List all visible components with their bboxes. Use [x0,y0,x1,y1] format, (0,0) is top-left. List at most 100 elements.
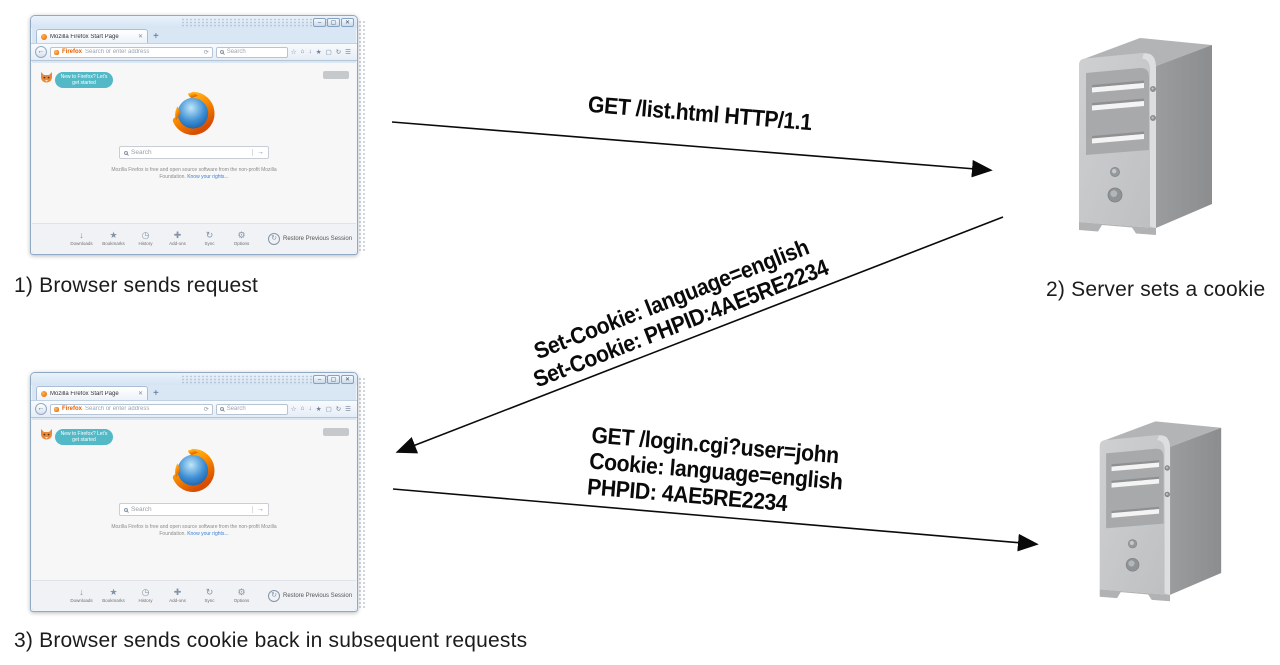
sync-icon[interactable]: ↻ [335,49,342,56]
sync-icon: ↻ [205,230,214,240]
download-icon[interactable]: ↓ [308,405,312,412]
sync-item[interactable]: ↻ Sync [204,587,215,604]
start-search-placeholder: Search [131,506,152,513]
options-item[interactable]: ⚙ Options [233,587,250,604]
tab-firefox-start-page[interactable]: Mozilla Firefox Start Page ✕ [36,29,148,43]
star-icon[interactable]: ★ [315,49,322,56]
site-identity-icon [54,49,59,55]
menu-icon[interactable]: ☰ [345,406,351,413]
history-icon: ◷ [141,230,150,240]
tab-close-icon[interactable]: ✕ [137,391,143,397]
start-page-content: New to Firefox? Let's get started [32,420,356,610]
search-go-arrow[interactable]: → [252,149,264,156]
bookmark-icon[interactable]: ☆ [290,49,297,56]
toolbar-icons: ☆ ⌂ ↓ ★ ▢ ↻ ☰ [291,48,353,56]
display-icon[interactable]: ▢ [325,49,332,56]
arrow-label-get-list: GET /list.html HTTP/1.1 [587,90,813,136]
history-item[interactable]: ◷ History [138,587,153,604]
search-go-arrow[interactable]: → [252,506,264,513]
back-button[interactable]: ← [35,46,47,58]
tab-title: Mozilla Firefox Start Page [50,33,119,40]
tab-strip: Mozilla Firefox Start Page ✕ + [31,385,357,400]
firefox-logo [172,448,215,492]
server-tower [1099,421,1222,602]
caption-step-3: 3) Browser sends cookie back in subseque… [14,629,528,652]
get-started-bubble[interactable]: New to Firefox? Let's get started [55,429,113,445]
bookmark-icon[interactable]: ☆ [290,406,297,413]
small-gray-button[interactable] [323,428,349,436]
restore-session-button[interactable]: ↻ Restore Previous Session [268,589,352,602]
arrow-label-get-login: GET /login.cgi?user=john Cookie: languag… [586,421,844,517]
arrow-label-set-cookie: Set-Cookie: language=english Set-Cookie:… [529,233,832,393]
tab-strip: Mozilla Firefox Start Page ✕ + [31,28,357,43]
fox-head-icon [41,429,52,440]
restore-session-button[interactable]: ↻ Restore Previous Session [268,232,352,245]
arrow-set-cookie [395,216,1004,454]
navigation-toolbar: ← Firefox Search or enter address ⟳ Sear… [31,43,357,61]
history-item[interactable]: ◷ History [138,230,153,247]
addons-item[interactable]: ✚ Add-ons [169,230,186,247]
url-bar[interactable]: Firefox Search or enter address ⟳ [50,403,213,415]
downloads-item[interactable]: ↓ Downloads [70,587,93,604]
addons-item[interactable]: ✚ Add-ons [169,587,186,604]
maximize-button[interactable]: ▢ [327,18,340,27]
get-started-bubble[interactable]: New to Firefox? Let's get started [55,72,113,88]
new-tab-button[interactable]: + [153,31,159,42]
maximize-button[interactable]: ▢ [327,375,340,384]
start-page-center: Search → Mozilla Firefox is free and ope… [32,89,356,181]
firefox-browser-window: – ▢ ✕ Mozilla Firefox Start Page ✕ + ← F… [30,15,358,255]
url-brand-label: Firefox [62,406,83,412]
restore-session-icon: ↻ [268,232,280,245]
downloads-item[interactable]: ↓ Downloads [70,230,93,247]
sync-item[interactable]: ↻ Sync [204,230,215,247]
server-illustration-2 [1086,409,1223,610]
addons-icon: ✚ [173,587,182,597]
mozilla-fineprint: Mozilla Firefox is free and open source … [111,524,277,537]
server-illustration-1 [1063,32,1215,237]
sync-icon[interactable]: ↻ [335,406,342,413]
bookmarks-item[interactable]: ★ Bookmarks [102,230,125,247]
start-page-toolbar: ↓ Downloads ★ Bookmarks ◷ History ✚ Add-… [32,223,356,253]
small-gray-button[interactable] [323,71,349,79]
start-search-field[interactable]: Search → [119,503,269,516]
close-button[interactable]: ✕ [341,18,354,27]
reload-icon[interactable]: ⟳ [203,406,209,413]
firefox-favicon [41,390,47,397]
tab-close-icon[interactable]: ✕ [137,34,143,40]
caption-step-2: 2) Server sets a cookie [1046,278,1266,301]
url-bar[interactable]: Firefox Search or enter address ⟳ [50,46,213,58]
tab-firefox-start-page[interactable]: Mozilla Firefox Start Page ✕ [36,386,148,400]
reload-icon[interactable]: ⟳ [203,49,209,56]
know-your-rights-link[interactable]: Know your rights... [187,174,229,180]
url-brand-label: Firefox [62,49,83,55]
download-icon[interactable]: ↓ [308,48,312,55]
url-placeholder: Search or enter address [85,49,150,55]
menu-icon[interactable]: ☰ [345,49,351,56]
firefox-browser-window: – ▢ ✕ Mozilla Firefox Start Page ✕ + ← F… [30,372,358,612]
start-search-field[interactable]: Search → [119,146,269,159]
back-button[interactable]: ← [35,403,47,415]
start-search-placeholder: Search [131,149,152,156]
close-button[interactable]: ✕ [341,375,354,384]
search-box[interactable]: Search [215,46,288,58]
home-icon[interactable]: ⌂ [300,48,305,55]
search-box[interactable]: Search [215,403,288,415]
new-tab-button[interactable]: + [153,388,159,399]
minimize-button[interactable]: – [313,18,326,27]
home-icon[interactable]: ⌂ [300,405,305,412]
mozilla-fineprint: Mozilla Firefox is free and open source … [111,167,277,180]
start-page-toolbar: ↓ Downloads ★ Bookmarks ◷ History ✚ Add-… [32,580,356,610]
minimize-button[interactable]: – [313,375,326,384]
search-icon [124,507,128,512]
star-icon[interactable]: ★ [315,406,322,413]
downloads-icon: ↓ [79,587,84,597]
restore-session-icon: ↻ [268,589,280,602]
tab-title: Mozilla Firefox Start Page [50,390,119,397]
url-placeholder: Search or enter address [85,406,150,412]
options-item[interactable]: ⚙ Options [233,230,250,247]
know-your-rights-link[interactable]: Know your rights... [187,531,229,537]
bookmarks-item[interactable]: ★ Bookmarks [102,587,125,604]
display-icon[interactable]: ▢ [325,406,332,413]
sync-icon: ↻ [205,587,214,597]
